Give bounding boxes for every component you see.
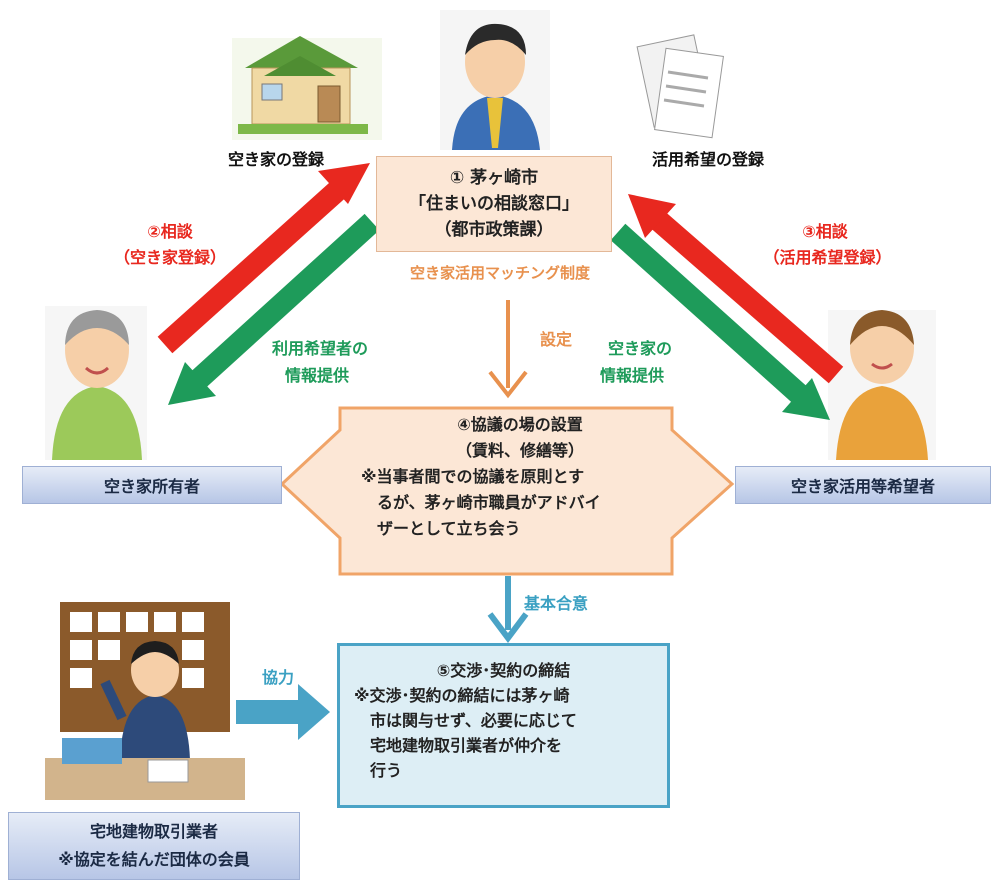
- label-consult3: ③相談: [802, 222, 848, 241]
- label-vacant-register: 空き家の登録: [228, 150, 325, 169]
- city-office-box: ① 茅ヶ崎市 「住まいの相談窓口」 （都市政策課）: [376, 156, 612, 252]
- young-applicant-icon: [828, 310, 936, 460]
- consult-line4: るが、茅ヶ崎市職員がアドバイ: [377, 493, 601, 512]
- city-line3: （都市政策課）: [434, 220, 554, 240]
- label-basic-agreement: 基本合意: [524, 594, 589, 613]
- label-consult2: ②相談: [147, 222, 193, 241]
- house-icon: [232, 36, 382, 140]
- label-info-users: 利用希望者の: [272, 339, 369, 358]
- realtor-line1: 宅地建物取引業者: [89, 822, 218, 841]
- arrow-basic-agreement: [487, 576, 529, 643]
- arrow-consult-use: [628, 194, 844, 384]
- label-cooperation: 協力: [262, 668, 295, 687]
- owner-bar: 空き家所有者: [22, 466, 282, 504]
- consult-line2: （賃料、修繕等）: [455, 441, 584, 460]
- label-consult3-sub: （活用希望登録）: [763, 248, 892, 267]
- realtor-line2: ※協定を結んだ団体の会員: [58, 850, 250, 869]
- consult-shape: [279, 406, 735, 576]
- label-info-vacant: 空き家の: [608, 339, 673, 358]
- contract-line3: 市は関与せず、必要に応じて: [370, 711, 577, 730]
- city-line2: 「住まいの相談窓口」: [409, 194, 579, 214]
- elderly-owner-icon: [45, 306, 147, 460]
- realtor-icon: [45, 602, 245, 800]
- arrow-setting: [488, 300, 528, 399]
- arrow-cooperation: [236, 684, 330, 740]
- applicant-bar: 空き家活用等希望者: [735, 466, 991, 504]
- consult-box-text: ④協議の場の設置 （賃料、修繕等） ※当事者間での協議を原則とす るが、茅ヶ崎市…: [355, 412, 685, 542]
- arrow-info-users: [168, 213, 380, 405]
- label-use-register: 活用希望の登録: [652, 150, 765, 169]
- label-setting: 設定: [540, 330, 573, 349]
- official-man-icon: [440, 10, 550, 150]
- city-line1: ① 茅ヶ崎市: [449, 168, 539, 188]
- arrow-info-vacant: [610, 223, 830, 420]
- contract-line5: 行う: [370, 761, 403, 780]
- label-info-users-sub: 情報提供: [285, 366, 350, 385]
- contract-line2: ※交渉･契約の締結には茅ヶ崎: [354, 686, 570, 705]
- label-consult2-sub: （空き家登録）: [113, 248, 226, 267]
- contract-box: ⑤交渉･契約の締結 ※交渉･契約の締結には茅ヶ崎 市は関与せず、必要に応じて 宅…: [337, 643, 670, 808]
- label-info-vacant-sub: 情報提供: [600, 366, 665, 385]
- contract-line4: 宅地建物取引業者が仲介を: [370, 736, 563, 755]
- realtor-box: 宅地建物取引業者 ※協定を結んだ団体の会員: [8, 812, 300, 880]
- consult-line1: ④協議の場の設置: [457, 415, 583, 434]
- consult-line5: ザーとして立ち会う: [377, 519, 521, 538]
- arrow-consult-vacant: [157, 163, 370, 354]
- contract-line1: ⑤交渉･契約の締結: [436, 661, 571, 680]
- consult-line3: ※当事者間での協議を原則とす: [361, 467, 585, 486]
- label-matching: 空き家活用マッチング制度: [409, 264, 590, 282]
- documents-icon: [636, 34, 724, 139]
